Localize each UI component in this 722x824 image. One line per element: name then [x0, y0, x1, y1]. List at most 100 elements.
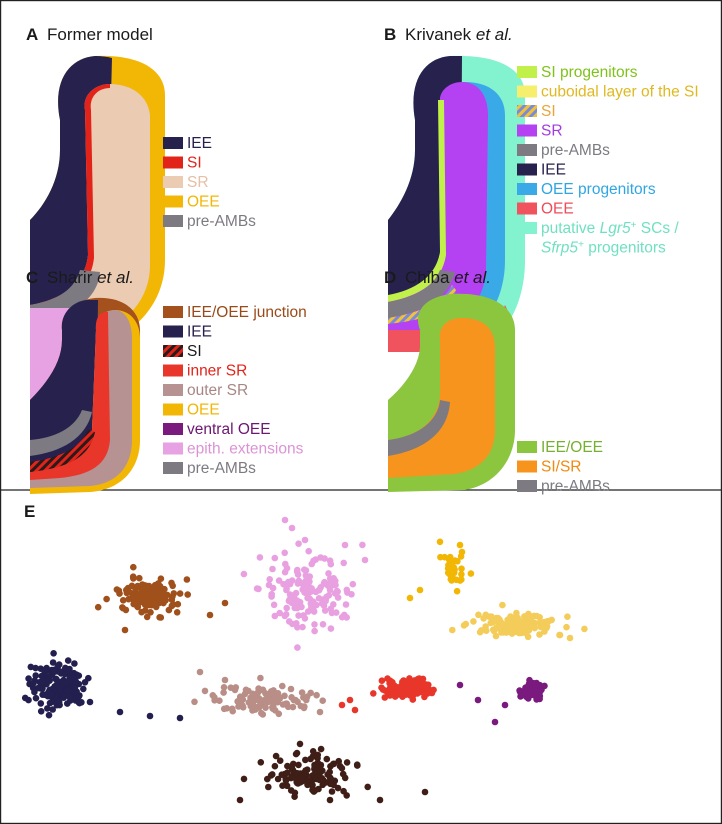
scatter-cluster [94, 563, 229, 634]
scatter-point [491, 615, 498, 623]
scatter-point [334, 594, 342, 601]
legend-swatch [517, 105, 537, 117]
scatter-point [257, 759, 265, 766]
scatter-point [130, 597, 138, 605]
scatter-point [271, 554, 279, 562]
scatter-point [283, 586, 290, 594]
scatter-point [316, 708, 324, 716]
scatter-point [248, 696, 256, 704]
scatter-point [393, 690, 401, 698]
legend-swatch [517, 480, 537, 492]
scatter-point [319, 697, 327, 704]
scatter-point [255, 697, 263, 704]
scatter-point [281, 549, 289, 557]
legend-swatch [163, 215, 183, 227]
scatter-point [119, 604, 127, 612]
scatter-point [421, 788, 429, 796]
scatter-point [405, 685, 412, 693]
scatter-point [274, 775, 282, 783]
scatter-point [148, 590, 155, 597]
scatter-point [456, 681, 464, 689]
scatter-point [176, 714, 184, 722]
scatter-point [269, 689, 276, 697]
scatter-point [499, 601, 506, 609]
scatter-point [327, 780, 334, 788]
panel-d-title: D Chiba et al. [384, 268, 491, 287]
scatter-point [173, 609, 181, 616]
scatter-point [146, 712, 154, 720]
legend-swatch [517, 460, 537, 473]
scatter-point [270, 601, 278, 609]
scatter-point [293, 776, 300, 783]
scatter-point [298, 689, 306, 696]
scatter-point [338, 701, 346, 709]
scatter-point [315, 770, 323, 778]
legend-label: IEE/OEE junction [187, 304, 307, 321]
scatter-point [71, 660, 78, 667]
scatter-point [332, 609, 340, 616]
scatter-point [184, 591, 191, 598]
scatter-point [340, 559, 348, 567]
scatter-point [411, 685, 419, 693]
scatter-point [302, 588, 309, 596]
scatter-point [168, 579, 175, 587]
legend-swatch [517, 144, 537, 156]
legend-label: SI [187, 155, 202, 172]
legend-label: SI [187, 343, 202, 360]
panel-c: C Sharir et al. IEE/OEE junctionIEESIinn… [26, 268, 307, 494]
scatter-point [223, 705, 231, 712]
scatter-point [526, 623, 534, 630]
scatter-point [467, 570, 475, 577]
scatter-point [326, 774, 334, 782]
scatter-point [32, 672, 39, 679]
scatter-point [281, 770, 289, 778]
scatter-point [220, 684, 228, 691]
scatter-point [370, 690, 377, 697]
legend-label: pre-AMBs [541, 142, 610, 159]
legend-label: putative Lgr5+ SCs / [541, 220, 679, 238]
scatter-point [134, 591, 141, 599]
scatter-point [323, 755, 331, 763]
legend-swatch [163, 364, 183, 377]
scatter-point [298, 772, 305, 780]
scatter-point [51, 694, 59, 701]
legend-swatch [517, 222, 537, 234]
scatter-point [376, 796, 384, 804]
scatter-point [292, 750, 300, 758]
scatter-point [253, 585, 261, 592]
scatter-point [410, 677, 418, 685]
scatter-point [382, 687, 389, 694]
legend-swatch [163, 403, 183, 416]
legend-swatch [163, 423, 183, 435]
scatter-point [513, 609, 520, 617]
scatter-point [451, 557, 459, 564]
scatter-point [386, 692, 394, 699]
scatter-point [272, 752, 280, 760]
legend-label: SR [541, 123, 563, 140]
scatter-point [302, 767, 309, 774]
scatter-point [240, 775, 248, 783]
scatter-point [417, 685, 424, 693]
scatter-point [520, 624, 528, 631]
legend-label: cuboidal layer of the SI [541, 84, 699, 101]
scatter-point [32, 664, 39, 672]
legend-item: ventral OEE [163, 421, 271, 438]
scatter-point [522, 629, 530, 637]
scatter-point [285, 618, 293, 625]
scatter-cluster [406, 538, 475, 602]
scatter-point [515, 629, 523, 637]
scatter-point [470, 618, 477, 625]
scatter-point [294, 624, 301, 631]
legend-swatch [163, 176, 183, 188]
scatter-point [221, 599, 229, 607]
legend-item: IEE/OEE junction [163, 304, 307, 321]
legend-swatch [517, 163, 537, 176]
legend-label: IEE [187, 324, 212, 341]
legend-swatch [517, 183, 537, 195]
scatter-point [419, 678, 426, 685]
scatter-point [564, 613, 571, 620]
scatter-point [543, 623, 551, 630]
